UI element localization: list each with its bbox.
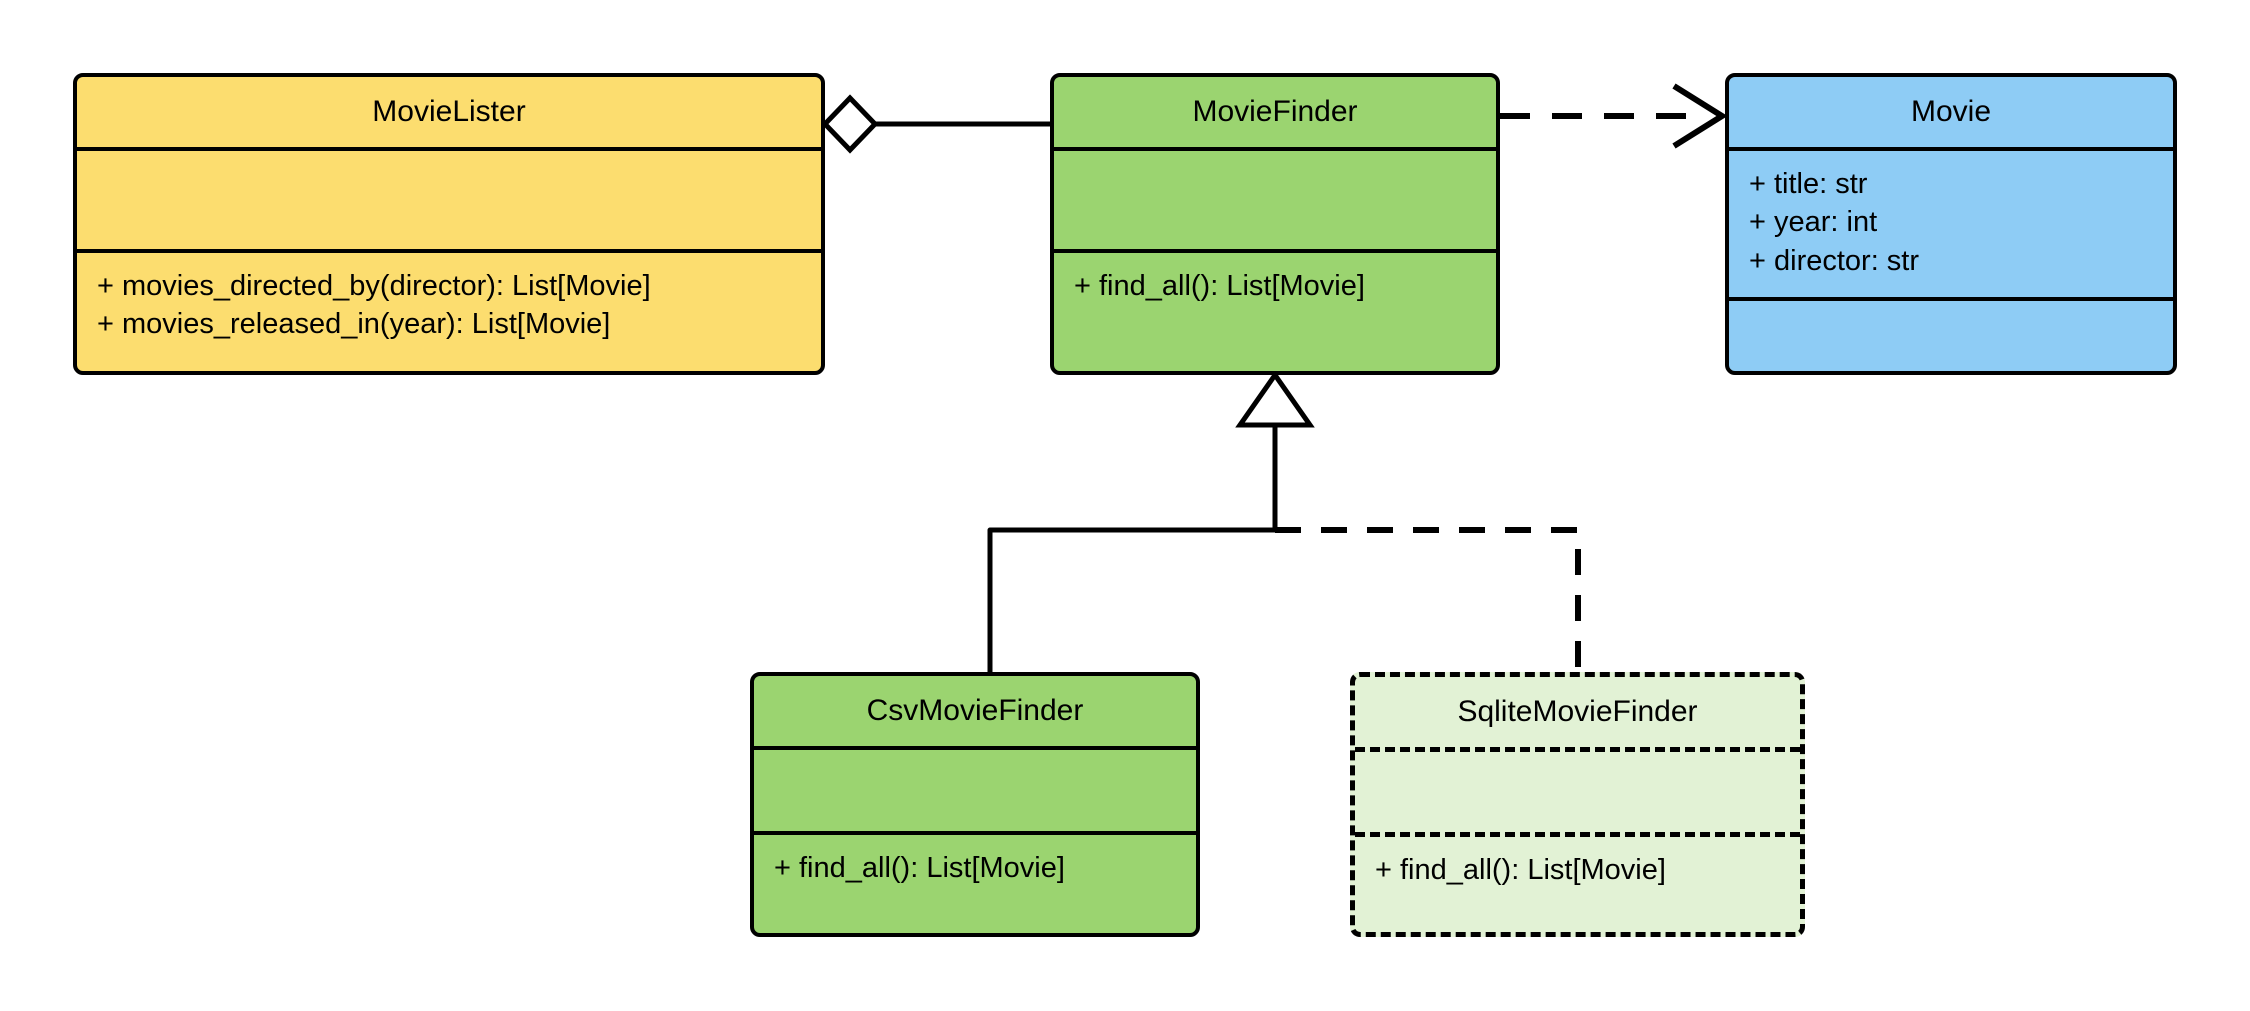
operation-item: + movies_released_in(year): List[Movie] xyxy=(97,308,611,341)
attribute-item: + title: str xyxy=(1749,168,1868,200)
generalization-branch-solid xyxy=(987,527,1275,672)
class-box-movielister[interactable]: MovieLister + movies_directed_by(directo… xyxy=(73,73,825,375)
class-operations-sqlitemoviefinder: + find_all(): List[Movie] xyxy=(1355,837,1800,932)
class-operations-moviefinder: + find_all(): List[Movie] xyxy=(1054,253,1496,371)
class-name-movielister: MovieLister xyxy=(77,77,821,151)
class-name-moviefinder: MovieFinder xyxy=(1054,77,1496,151)
class-name-csvmoviefinder: CsvMovieFinder xyxy=(754,676,1196,750)
open-arrowhead-icon xyxy=(1672,83,1728,149)
operation-item: + find_all(): List[Movie] xyxy=(774,852,1065,884)
class-attributes-sqlitemoviefinder xyxy=(1355,752,1800,837)
attribute-item: + director: str xyxy=(1749,244,1920,277)
operation-item: + find_all(): List[Movie] xyxy=(1074,270,1365,302)
class-attributes-csvmoviefinder xyxy=(754,750,1196,835)
hollow-diamond-icon xyxy=(821,94,879,154)
edge-dependency-moviefinder-movie xyxy=(1500,83,1728,149)
class-name-sqlitemoviefinder: SqliteMovieFinder xyxy=(1355,677,1800,752)
class-operations-csvmoviefinder: + find_all(): List[Movie] xyxy=(754,835,1196,933)
class-attributes-movie: + title: str + year: int + director: str xyxy=(1729,151,2173,301)
edge-aggregation-movielister-moviefinder xyxy=(821,94,1050,154)
class-box-csvmoviefinder[interactable]: CsvMovieFinder + find_all(): List[Movie] xyxy=(750,672,1200,937)
operation-item: + find_all(): List[Movie] xyxy=(1375,854,1666,886)
class-attributes-moviefinder xyxy=(1054,151,1496,253)
class-operations-movielister: + movies_directed_by(director): List[Mov… xyxy=(77,253,821,371)
operation-item: + movies_directed_by(director): List[Mov… xyxy=(97,270,651,302)
hollow-triangle-icon xyxy=(1235,370,1315,428)
attribute-item: + year: int xyxy=(1749,206,1878,239)
class-name-movie: Movie xyxy=(1729,77,2173,151)
edge-generalization-trunk xyxy=(1235,370,1315,530)
edge-generalization-sqlitemoviefinder xyxy=(1275,527,1581,672)
edge-generalization-csvmoviefinder xyxy=(987,527,1275,672)
generalization-branch-dashed xyxy=(1275,527,1581,672)
class-attributes-movielister xyxy=(77,151,821,253)
class-box-moviefinder[interactable]: MovieFinder + find_all(): List[Movie] xyxy=(1050,73,1500,375)
class-box-sqlitemoviefinder[interactable]: SqliteMovieFinder + find_all(): List[Mov… xyxy=(1350,672,1805,937)
class-operations-movie xyxy=(1729,301,2173,371)
class-box-movie[interactable]: Movie + title: str + year: int + directo… xyxy=(1725,73,2177,375)
